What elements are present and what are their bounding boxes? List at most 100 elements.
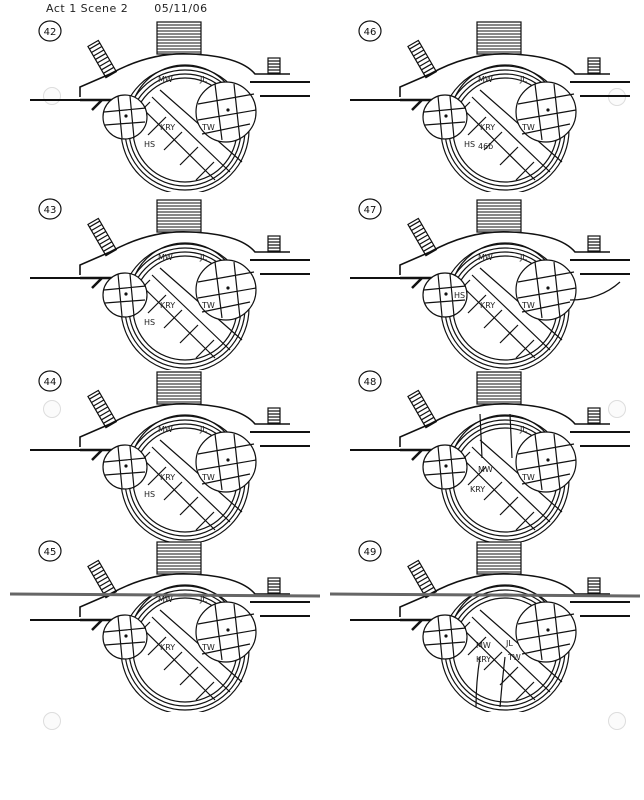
panel-number-circle [358,198,382,220]
upstage-stairs [476,541,522,575]
actor-label-hs: HS [144,140,155,149]
actor-label-kry: KRY [160,643,175,652]
large-turntable [195,259,257,321]
actor-label-tw: TW [201,123,215,132]
actor-label-jl: JL [519,253,527,262]
actor-label-kry: KRY [470,485,485,494]
punch-hole [608,400,626,418]
panel-number-circle [358,540,382,562]
large-turntable [515,601,577,663]
actor-label-hs: HS [464,140,475,149]
actor-label-kry: KRY [480,123,495,132]
small-turntable [422,444,468,490]
actor-label-kry: KRY [160,473,175,482]
actor-label-jl: JL [199,425,207,434]
actor-label-jl: JL [505,639,513,648]
actor-label-mw: MW [478,75,493,84]
upstage-stairs [476,199,522,233]
small-turntable [102,272,148,318]
small-turntable [422,94,468,140]
actor-label-tw: TW [521,123,535,132]
actor-label-hs: HS [144,490,155,499]
actor-label-kry: KRY [160,123,175,132]
actor-label-mw: MW [476,641,491,650]
diagonal-platform [451,439,563,531]
panel-number: 43 [44,205,57,216]
actor-label-mw: MW [158,595,173,604]
upstage-stairs [156,21,202,55]
small-turntable [102,444,148,490]
act-scene-label: Act 1 Scene 2 [46,2,129,15]
panel-number: 42 [44,27,57,38]
punch-hole [608,712,626,730]
actor-label-tw: TW [201,473,215,482]
actor-label-hs: HS [454,291,465,300]
small-turntable [102,614,148,660]
actor-label-tw: TW [521,473,535,482]
date-label: 05/11/06 [154,2,208,15]
actor-label-mw: MW [478,465,493,474]
panel-number-circle [38,20,62,42]
actor-label-kry: KRY [480,301,495,310]
large-turntable [515,431,577,493]
panel-number: 45 [44,547,57,558]
actor-label-mw: MW [478,253,493,262]
diagonal-platform [451,89,563,181]
actor-label-kry: KRY [476,655,491,664]
upstage-stairs [476,21,522,55]
actor-label-hs: HS [144,318,155,327]
actor-label-tw: TW [201,643,215,652]
page-header: Act 1 Scene 2 05/11/06 [46,2,230,15]
stage-left-stairs [87,217,118,257]
actor-label-jl: JL [519,425,527,434]
panel-number: 49 [364,547,377,558]
actor-label-tw: TW [507,653,521,662]
actor-label-kry: KRY [160,301,175,310]
actor-label-tw: TW [201,301,215,310]
panel-number-circle [38,198,62,220]
small-turntable [102,94,148,140]
panel-number-circle [38,540,62,562]
punch-hole [43,712,61,730]
stage-left-stairs [407,39,438,79]
actor-label-jl: JL [519,75,527,84]
large-turntable [515,259,577,321]
actor-label-46b: 46b [478,142,493,151]
upstage-stairs [156,199,202,233]
actor-label-tw: TW [521,301,535,310]
actor-label-jl: JL [199,253,207,262]
actor-label-mw: MW [158,75,173,84]
actor-label-mw: MW [158,253,173,262]
upstage-stairs [476,371,522,405]
upstage-stairs [156,541,202,575]
actor-label-jl: JL [199,595,207,604]
upstage-stairs [156,371,202,405]
large-turntable [195,601,257,663]
large-turntable [195,431,257,493]
punch-hole [43,400,61,418]
panel-number: 47 [364,205,377,216]
panel-number-circle [358,20,382,42]
actor-label-mw: MW [158,425,173,434]
panel-number-circle [38,370,62,392]
small-turntable [422,614,468,660]
actor-label-jl: JL [199,75,207,84]
panel-number: 46 [364,27,377,38]
small-turntable [422,272,468,318]
